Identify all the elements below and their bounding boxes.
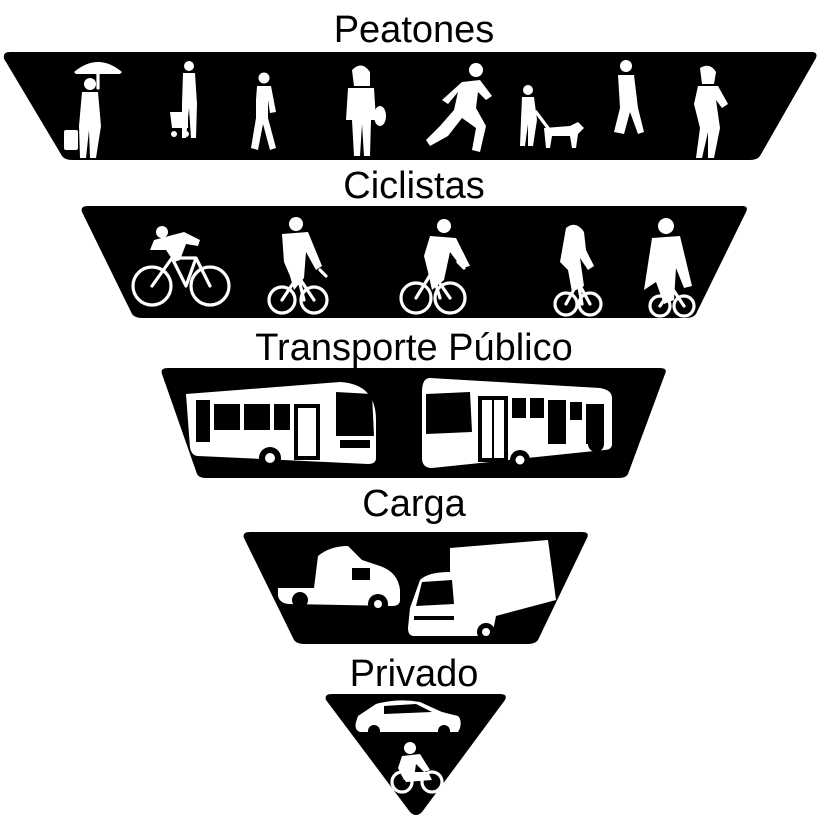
car-icon	[355, 700, 461, 737]
tier-label-peatones: Peatones	[334, 9, 495, 51]
tier-label-transporte-publico: Transporte Público	[255, 327, 573, 369]
tier-label-carga: Carga	[362, 483, 466, 525]
person-walking-icon	[251, 72, 276, 150]
bus-icon	[186, 382, 376, 469]
woman-walking-icon	[694, 65, 728, 158]
cyclist-icon	[267, 217, 329, 315]
cyclist-icon	[553, 224, 603, 317]
person-dog-icon	[520, 85, 584, 148]
bus-icon	[422, 378, 612, 470]
tier-ciclistas: Ciclistas	[81, 165, 747, 318]
semi-truck-icon	[278, 546, 400, 614]
tier-label-ciclistas: Ciclistas	[343, 165, 484, 207]
motorcycle-icon	[390, 742, 444, 794]
person-stroller-icon	[170, 61, 197, 138]
racing-cyclist-icon	[131, 226, 231, 307]
cyclist-icon	[644, 218, 696, 318]
tier-band-peatones	[3, 52, 817, 160]
tier-privado: Privado	[325, 653, 506, 815]
person-umbrella-icon	[64, 62, 122, 158]
tier-carga: Carga	[243, 483, 588, 644]
tier-peatones: Peatones	[3, 9, 817, 160]
cyclist-icon	[399, 219, 470, 315]
box-truck-icon	[408, 540, 556, 641]
tier-label-privado: Privado	[350, 653, 479, 695]
tier-band-ciclistas	[81, 206, 747, 318]
woman-handbag-icon	[346, 65, 386, 156]
runner-icon	[426, 63, 492, 152]
person-walking-icon	[614, 60, 644, 134]
tier-transporte-publico: Transporte Público	[161, 327, 666, 478]
